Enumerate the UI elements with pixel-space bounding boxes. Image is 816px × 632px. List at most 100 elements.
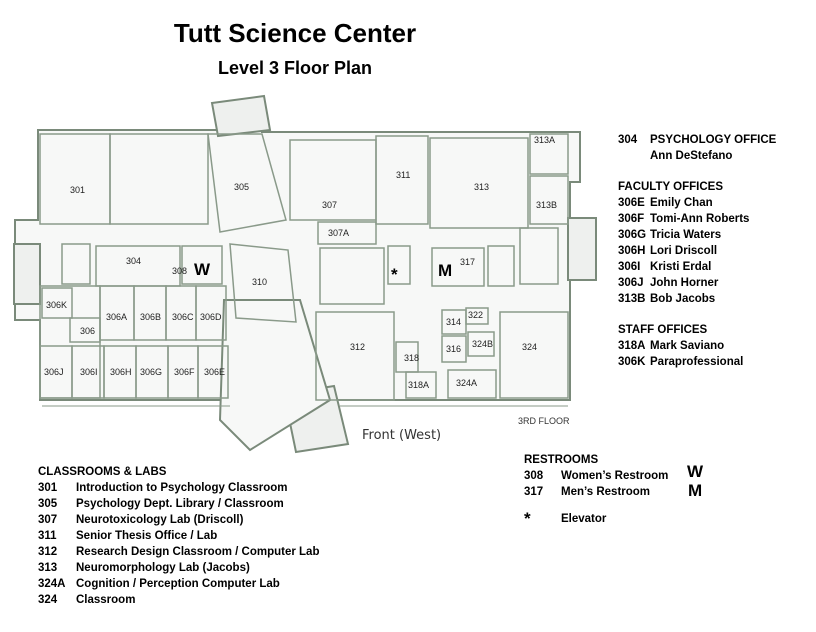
room-306k-label: 306K bbox=[46, 300, 67, 310]
room-307a-label: 307A bbox=[328, 228, 349, 238]
restroom-code: 308 bbox=[524, 470, 544, 482]
room-306b-label: 306B bbox=[140, 312, 161, 322]
room-307-label: 307 bbox=[322, 200, 337, 210]
room-305-label: 305 bbox=[234, 182, 249, 192]
room-310-label: 310 bbox=[252, 277, 267, 287]
classroom-row: 311 Senior Thesis Office / Lab bbox=[38, 528, 378, 544]
faculty-code: 306H bbox=[618, 245, 646, 257]
classroom-name: Introduction to Psychology Classroom bbox=[76, 482, 288, 494]
mens-restroom-symbol: M bbox=[438, 261, 452, 280]
room-312-label: 312 bbox=[350, 342, 365, 352]
classroom-code: 311 bbox=[38, 530, 57, 542]
room-304-label: 304 bbox=[126, 256, 141, 266]
room-324b-label: 324B bbox=[472, 339, 493, 349]
psych-office-label: PSYCHOLOGY OFFICE bbox=[650, 134, 777, 146]
faculty-code: 306J bbox=[618, 277, 644, 289]
room-308-label: 308 bbox=[172, 266, 187, 276]
faculty-name: Lori Driscoll bbox=[650, 245, 718, 257]
staff-code: 318A bbox=[618, 340, 646, 352]
restroom-row: 308 Women’s Restroom bbox=[524, 468, 724, 484]
classroom-code: 312 bbox=[38, 546, 58, 558]
elevator-legend-name: Elevator bbox=[561, 513, 607, 525]
staff-heading: STAFF OFFICES bbox=[618, 324, 708, 336]
classroom-name: Senior Thesis Office / Lab bbox=[76, 530, 218, 542]
restroom-name: Women’s Restroom bbox=[561, 470, 669, 482]
faculty-code: 306G bbox=[618, 229, 647, 241]
faculty-name: Tomi-Ann Roberts bbox=[650, 213, 750, 225]
faculty-name: Emily Chan bbox=[650, 197, 713, 209]
faculty-code: 306I bbox=[618, 261, 641, 273]
classroom-name: Neuromorphology Lab (Jacobs) bbox=[76, 562, 250, 574]
psych-office-name: Ann DeStefano bbox=[650, 150, 733, 162]
room-318-label: 318 bbox=[404, 353, 419, 363]
staff-code: 306K bbox=[618, 356, 646, 368]
map-subtitle: Level 3 Floor Plan bbox=[217, 58, 373, 78]
faculty-name: John Horner bbox=[650, 277, 719, 289]
classroom-code: 313 bbox=[38, 562, 58, 574]
faculty-name: Bob Jacobs bbox=[650, 293, 716, 305]
classroom-code: 301 bbox=[38, 482, 58, 494]
classroom-code: 324A bbox=[38, 578, 66, 590]
staff-name: Mark Saviano bbox=[650, 340, 725, 352]
psych-office-row: 304 PSYCHOLOGY OFFICE bbox=[618, 132, 808, 148]
classroom-name: Psychology Dept. Library / Classroom bbox=[76, 498, 284, 510]
classroom-code: 324 bbox=[38, 594, 58, 606]
classroom-code: 305 bbox=[38, 498, 58, 510]
room-306-label: 306 bbox=[80, 326, 95, 336]
front-direction-label: Front (West) bbox=[362, 428, 442, 443]
room-301-label: 301 bbox=[70, 185, 85, 195]
staff-row: 306K Paraprofessional bbox=[618, 354, 808, 370]
classroom-name: Neurotoxicology Lab (Driscoll) bbox=[76, 514, 244, 526]
psych-office-code: 304 bbox=[618, 134, 638, 146]
room-324a-label: 324A bbox=[456, 378, 477, 388]
room-306i-label: 306I bbox=[80, 367, 98, 377]
room-306j-label: 306J bbox=[44, 367, 64, 377]
womens-legend-symbol: W bbox=[687, 462, 704, 481]
womens-restroom-symbol: W bbox=[194, 260, 211, 279]
elevator-legend-symbol: * bbox=[524, 509, 531, 528]
room-313b-label: 313B bbox=[536, 200, 557, 210]
offices-legend: 304 PSYCHOLOGY OFFICE Ann DeStefano FACU… bbox=[618, 132, 808, 370]
faculty-row: 306H Lori Driscoll bbox=[618, 243, 808, 259]
room-306h-label: 306H bbox=[110, 367, 132, 377]
classroom-row: 324A Cognition / Perception Computer Lab bbox=[38, 576, 378, 592]
room-313a-label: 313A bbox=[534, 135, 555, 145]
room-317-label: 317 bbox=[460, 257, 475, 267]
room-316-label: 316 bbox=[446, 344, 461, 354]
classroom-row: 312 Research Design Classroom / Computer … bbox=[38, 544, 378, 560]
faculty-code: 306E bbox=[618, 197, 645, 209]
classroom-row: 301 Introduction to Psychology Classroom bbox=[38, 480, 378, 496]
elevator-row: * Elevator bbox=[524, 509, 724, 528]
faculty-row: 306J John Horner bbox=[618, 275, 808, 291]
mens-legend-symbol: M bbox=[688, 481, 703, 500]
classroom-name: Cognition / Perception Computer Lab bbox=[76, 578, 280, 590]
staff-name: Paraprofessional bbox=[650, 356, 744, 368]
map-title: Tutt Science Center bbox=[173, 18, 417, 48]
room-306d-label: 306D bbox=[200, 312, 222, 322]
room-306e-label: 306E bbox=[204, 367, 225, 377]
classrooms-legend: CLASSROOMS & LABS 301 Introduction to Psy… bbox=[38, 464, 378, 608]
room-318a-label: 318A bbox=[408, 380, 429, 390]
faculty-name: Tricia Waters bbox=[650, 229, 722, 241]
classrooms-heading: CLASSROOMS & LABS bbox=[38, 466, 167, 478]
restrooms-legend: RESTROOMS 308 Women’s Restroom 317 Men’s R… bbox=[524, 452, 724, 527]
restrooms-heading: RESTROOMS bbox=[524, 454, 599, 466]
room-311-label: 311 bbox=[396, 170, 410, 180]
faculty-row: 313B Bob Jacobs bbox=[618, 291, 808, 307]
classroom-code: 307 bbox=[38, 514, 58, 526]
faculty-code: 313B bbox=[618, 293, 646, 305]
room-322-label: 322 bbox=[468, 310, 483, 320]
classroom-row: 305 Psychology Dept. Library / Classroom bbox=[38, 496, 378, 512]
classroom-name: Research Design Classroom / Computer Lab bbox=[76, 546, 320, 558]
classroom-row: 313 Neuromorphology Lab (Jacobs) bbox=[38, 560, 378, 576]
room-306f-label: 306F bbox=[174, 367, 195, 377]
restroom-name: Men’s Restroom bbox=[561, 486, 651, 498]
classroom-row: 307 Neurotoxicology Lab (Driscoll) bbox=[38, 512, 378, 528]
staff-row: 318A Mark Saviano bbox=[618, 338, 808, 354]
restroom-code: 317 bbox=[524, 486, 544, 498]
room-306a-label: 306A bbox=[106, 312, 127, 322]
